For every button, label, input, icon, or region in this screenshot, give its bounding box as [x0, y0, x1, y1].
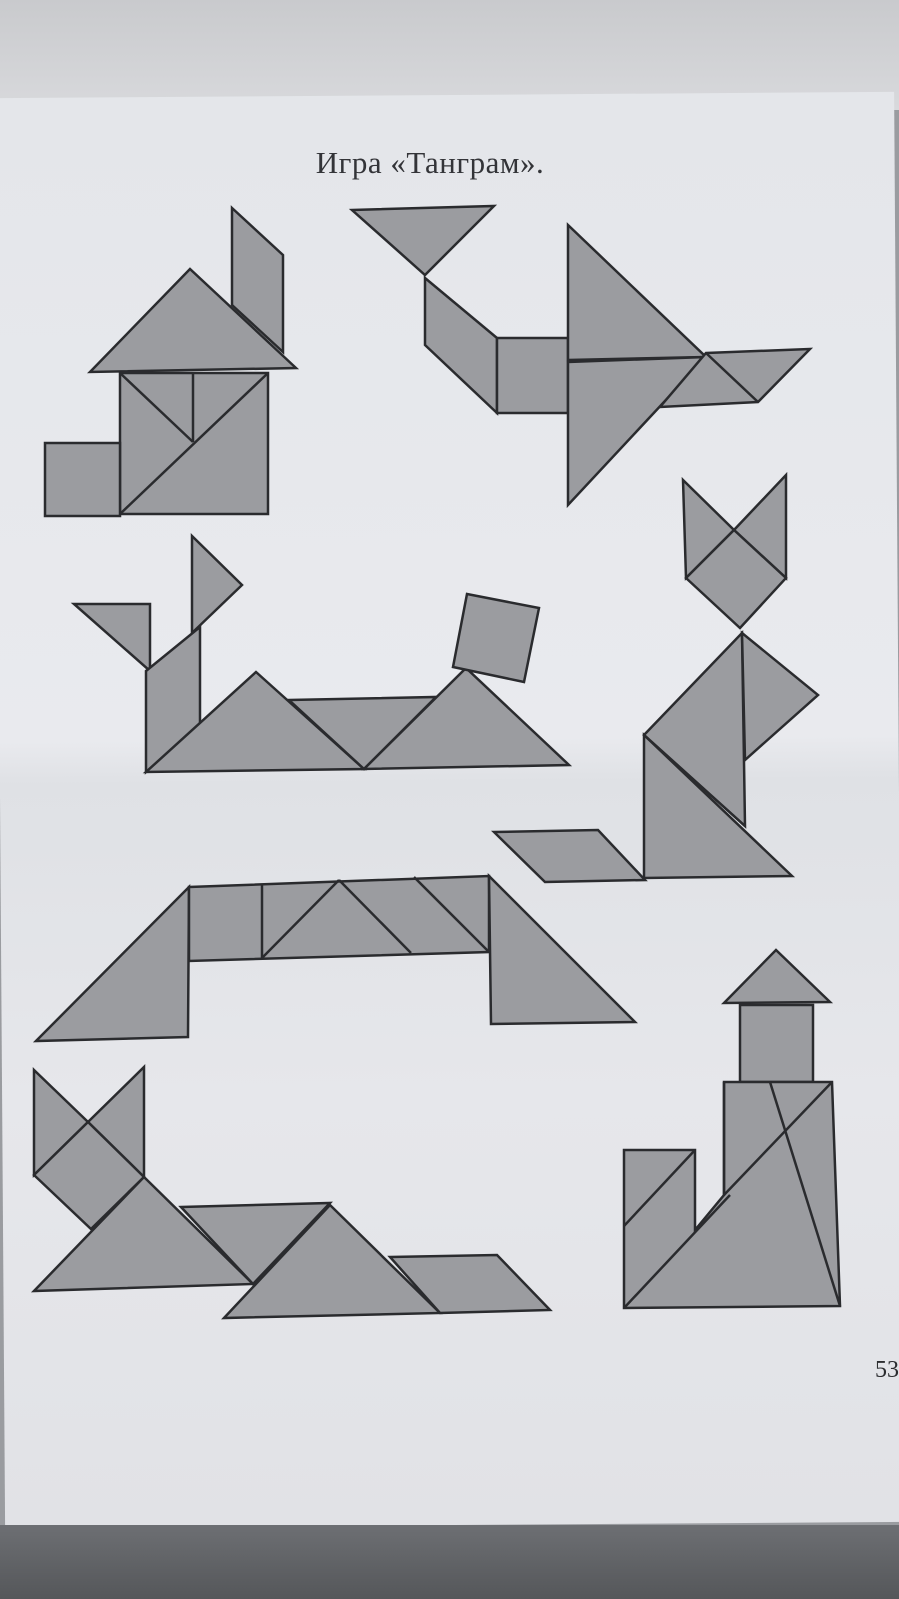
- background-bottom: [0, 1525, 899, 1599]
- page-number: 53: [875, 1357, 899, 1383]
- figure-fish: [348, 204, 814, 509]
- bridge-left-triangle: [32, 883, 191, 1043]
- background-top: [0, 0, 899, 110]
- house-porch-square: [43, 441, 122, 518]
- fish-body-parallelogram: [423, 275, 499, 416]
- cat-back-triangle: [740, 630, 820, 763]
- figure-camel: [70, 533, 573, 775]
- figure-tower: [622, 948, 842, 1310]
- bridge-deck: [187, 874, 491, 963]
- fish-tail-triangle: [348, 204, 498, 277]
- page-title: Игра «Танграм».: [315, 145, 545, 180]
- lying-cat-back-parallelogram: [178, 1201, 333, 1286]
- cat-head-square: [684, 528, 788, 630]
- figure-cat-sitting: [490, 471, 820, 884]
- camel-head-triangle: [70, 602, 152, 674]
- fish-fin-top: [566, 222, 710, 362]
- figure-bridge: [32, 872, 638, 1043]
- figure-house: [43, 205, 300, 518]
- tower-top-square: [738, 1003, 815, 1084]
- tower-roof-triangle: [720, 948, 834, 1005]
- camel-load-square: [451, 592, 541, 684]
- lying-cat-tail-parallelogram: [387, 1253, 553, 1315]
- bridge-right-triangle: [487, 872, 638, 1026]
- figure-cat-lying: [30, 1064, 553, 1320]
- camel-back-hump: [360, 666, 573, 771]
- house-roof-triangle: [86, 267, 300, 374]
- cat-tail-parallelogram: [490, 828, 648, 884]
- lying-cat-body-triangle: [30, 1175, 256, 1293]
- house-chimney-parallelogram: [230, 205, 285, 355]
- cat-body-triangle: [642, 732, 796, 880]
- camel-ear-triangle: [190, 533, 244, 636]
- lying-cat-hind-triangle: [221, 1203, 443, 1320]
- fish-body-square: [495, 336, 570, 415]
